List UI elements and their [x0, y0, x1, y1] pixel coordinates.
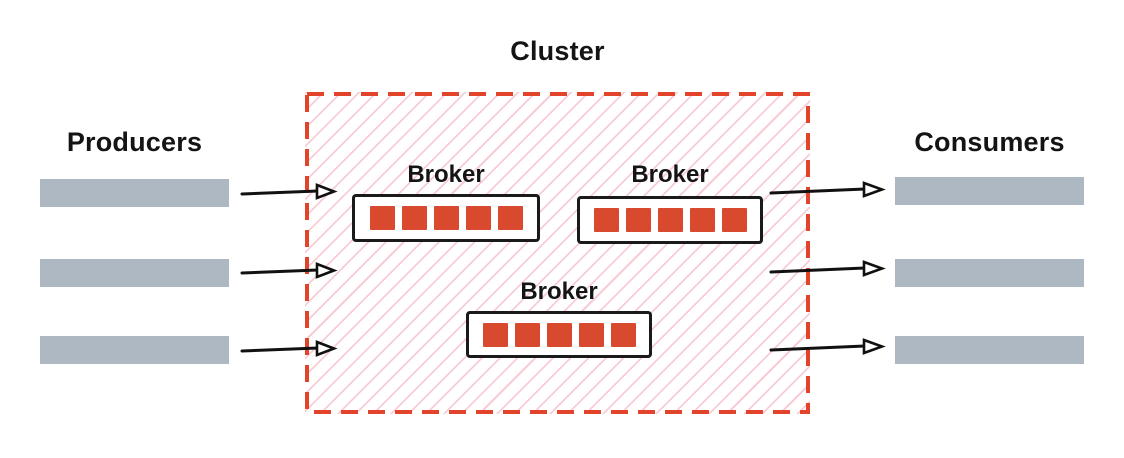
producer-arrow-3	[240, 340, 338, 357]
consumer-arrow-1	[769, 181, 886, 198]
consumer-bar-3	[895, 336, 1084, 364]
consumers-label: Consumers	[914, 127, 1065, 157]
cluster-boundary	[305, 92, 810, 414]
broker-1-label: Broker	[407, 161, 485, 188]
consumer-arrow-3	[769, 338, 886, 355]
partition-square	[482, 322, 508, 347]
producer-bar-1	[40, 179, 229, 207]
partition-square	[610, 322, 636, 347]
partition-square	[546, 322, 572, 347]
producer-bar-3	[40, 336, 229, 364]
broker-1-box	[352, 194, 540, 242]
consumer-arrow-2	[769, 260, 886, 277]
partition-square	[465, 206, 491, 230]
broker-2-label: Broker	[631, 161, 709, 188]
partition-square	[369, 206, 395, 230]
producers-label: Producers	[66, 127, 203, 157]
consumer-bar-1	[895, 177, 1084, 205]
broker-2-box	[577, 196, 763, 244]
partition-square	[625, 208, 651, 232]
partition-square	[689, 208, 715, 232]
partition-square	[497, 206, 523, 230]
cluster-title: Cluster	[510, 36, 605, 66]
broker-3-label: Broker	[520, 278, 598, 305]
partition-square	[721, 208, 747, 232]
partition-square	[401, 206, 427, 230]
partition-square	[593, 208, 619, 232]
producer-bar-2	[40, 259, 229, 287]
partition-square	[514, 322, 540, 347]
partition-square	[657, 208, 683, 232]
producer-arrow-1	[240, 183, 338, 200]
consumer-bar-2	[895, 259, 1084, 287]
cluster-dashed-border	[305, 92, 810, 414]
partition-square	[578, 322, 604, 347]
partition-square	[433, 206, 459, 230]
producer-arrow-2	[240, 262, 338, 279]
broker-3-box	[466, 311, 652, 358]
